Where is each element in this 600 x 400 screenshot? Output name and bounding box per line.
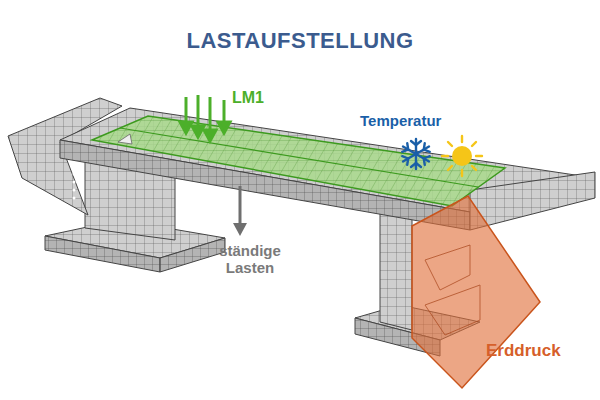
right-abutment-wall (380, 212, 412, 330)
dead-load-arrow (233, 186, 247, 236)
bearing-mark (118, 134, 132, 144)
load-label: ständige Lasten (208, 242, 292, 277)
diagram-title: LASTAUFSTELLUNG (0, 28, 600, 53)
load-label: Temperatur (360, 112, 470, 129)
left-footing-side (160, 238, 225, 272)
load-label: LM1 (232, 89, 292, 107)
snowflake-symbol (401, 139, 432, 169)
load-label: Erddruck (486, 341, 596, 361)
traffic-load-area (92, 116, 505, 206)
lm1-arrows (180, 95, 230, 141)
left-footing-front (45, 236, 160, 272)
right-wing-wall (470, 172, 595, 230)
lane-line (120, 128, 478, 187)
earth-pressure-mesh (425, 245, 480, 335)
sun-symbol (442, 136, 482, 176)
support-dots (73, 157, 76, 200)
